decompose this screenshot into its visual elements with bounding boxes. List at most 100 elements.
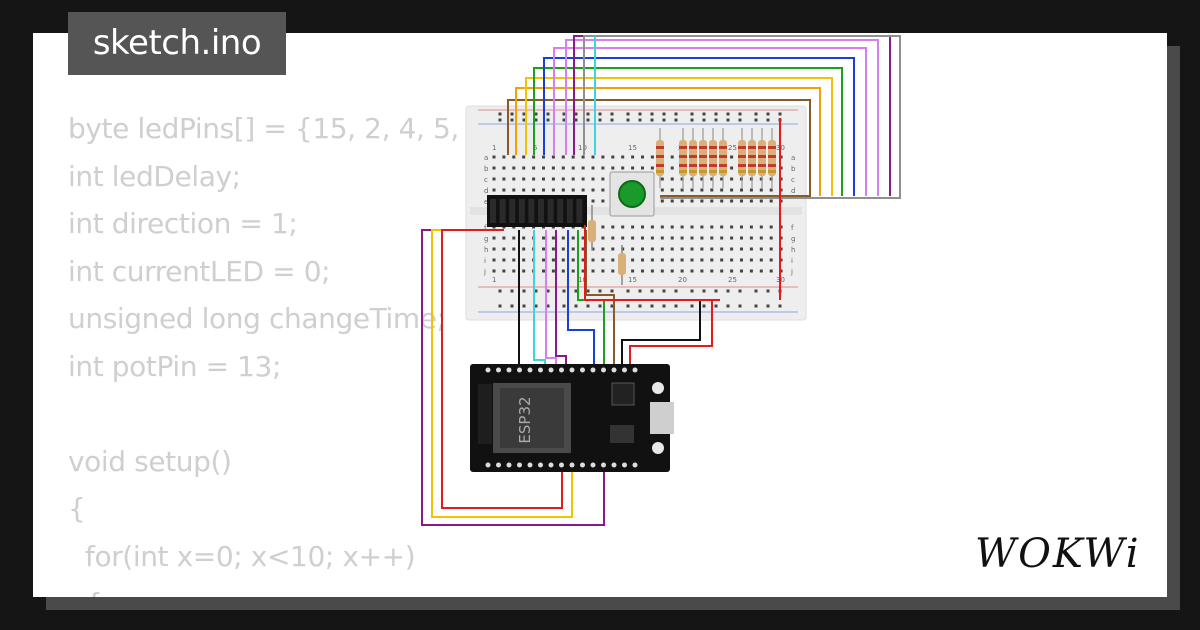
breadboard-hole <box>532 177 536 181</box>
rail-hole <box>562 118 566 122</box>
breadboard-hole <box>512 247 516 251</box>
rail-hole <box>534 304 538 308</box>
rail-hole <box>546 304 550 308</box>
breadboard-hole <box>700 177 704 181</box>
breadboard-hole <box>670 166 674 170</box>
breadboard-hole <box>660 258 664 262</box>
breadboard-hole <box>581 247 585 251</box>
breadboard-hole <box>650 269 654 273</box>
breadboard-hole <box>641 247 644 251</box>
breadboard-hole <box>581 236 585 240</box>
breadboard-hole <box>759 225 763 229</box>
header-pin <box>506 462 512 468</box>
rail-hole <box>510 304 514 308</box>
rail-hole <box>574 112 578 116</box>
rail-hole <box>714 118 718 122</box>
wokwi-logo: WOKWi <box>973 525 1153 580</box>
breadboard-hole <box>502 188 506 192</box>
breadboard-hole <box>749 188 753 192</box>
breadboard-hole <box>542 188 545 192</box>
breadboard-hole <box>522 258 526 262</box>
wire-brown <box>507 99 811 197</box>
rail-hole <box>754 118 758 122</box>
breadboard-hole <box>611 269 615 273</box>
breadboard-hole <box>561 166 565 170</box>
breadboard-hole <box>591 258 595 262</box>
breadboard-hole <box>710 269 714 273</box>
breadboard-hole <box>710 247 714 251</box>
breadboard-hole <box>650 258 654 262</box>
rail-hole <box>638 112 642 116</box>
breadboard-hole <box>512 166 516 170</box>
rail-hole <box>738 112 742 116</box>
row-letter-i-right: i <box>791 257 793 265</box>
wire-violet-2 <box>565 39 879 196</box>
breadboard-hole <box>720 225 724 229</box>
rail-hole <box>702 304 706 308</box>
breadboard-hole <box>759 188 763 192</box>
breadboard-hole <box>700 247 704 251</box>
rail-hole <box>586 112 590 116</box>
code-line: { <box>68 492 86 525</box>
breadboard-hole <box>542 247 545 251</box>
breadboard-hole <box>710 258 714 262</box>
header-pin <box>601 367 606 373</box>
breadboard-hole <box>591 247 595 251</box>
rail-hole <box>534 118 538 122</box>
rail-hole <box>522 304 526 308</box>
rail-hole <box>650 118 654 122</box>
rail-hole <box>626 289 630 293</box>
breadboard-hole <box>611 258 615 262</box>
breadboard-hole <box>502 236 506 240</box>
breadboard-hole <box>551 236 555 240</box>
row-letter-h-right: h <box>791 246 795 254</box>
breadboard-hole <box>680 225 684 229</box>
breadboard-hole <box>670 225 674 229</box>
breadboard-hole <box>730 177 734 181</box>
breadboard-hole <box>532 166 536 170</box>
breadboard-hole <box>680 177 684 181</box>
rail-hole <box>702 289 706 293</box>
breadboard-hole <box>740 258 743 262</box>
breadboard-hole <box>611 236 615 240</box>
breadboard-hole <box>740 269 743 273</box>
breadboard-hole <box>551 155 555 159</box>
resistor <box>758 128 766 188</box>
breadboard-hole <box>700 269 704 273</box>
wires-top <box>507 35 901 300</box>
resistor <box>709 128 717 188</box>
rail-hole <box>562 112 566 116</box>
breadboard-hole <box>502 166 506 170</box>
breadboard-hole <box>631 269 635 273</box>
breadboard-hole <box>492 236 496 240</box>
wires-to-board <box>421 225 720 526</box>
breadboard-hole <box>542 258 545 262</box>
rail-hole <box>546 118 550 122</box>
row-letter-d-right: d <box>791 187 795 195</box>
breadboard-hole <box>779 247 783 251</box>
header-pin <box>611 367 617 373</box>
breadboard-hole <box>631 225 635 229</box>
breadboard-hole <box>660 177 664 181</box>
rail-hole <box>738 289 742 293</box>
breadboard-hole <box>740 199 743 203</box>
breadboard-hole <box>621 155 625 159</box>
header-pin <box>632 462 638 468</box>
breadboard-hole <box>710 236 714 240</box>
breadboard-hole <box>720 188 724 192</box>
breadboard-hole <box>571 177 575 181</box>
breadboard-hole <box>561 155 565 159</box>
rail-hole <box>574 289 578 293</box>
breadboard-hole <box>492 188 496 192</box>
breadboard-hole <box>611 247 615 251</box>
breadboard-hole <box>690 247 694 251</box>
breadboard-hole <box>522 188 526 192</box>
breadboard-hole <box>660 269 664 273</box>
rail-hole <box>726 118 730 122</box>
breadboard-hole <box>720 236 724 240</box>
breadboard-hole <box>730 236 734 240</box>
breadboard-hole <box>759 247 763 251</box>
rail-hole <box>766 289 770 293</box>
row-letter-j-right: j <box>790 268 793 276</box>
breadboard-hole <box>730 155 734 159</box>
